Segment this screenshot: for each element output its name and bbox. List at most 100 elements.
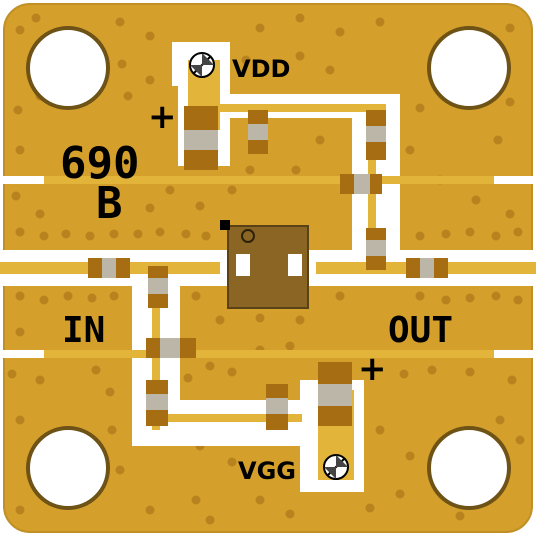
via bbox=[335, 291, 345, 301]
via bbox=[35, 375, 45, 385]
via bbox=[215, 315, 225, 325]
via bbox=[465, 227, 475, 237]
via bbox=[11, 191, 21, 201]
polarity-plus-bottom: + bbox=[358, 349, 387, 389]
via bbox=[455, 511, 465, 521]
via bbox=[91, 365, 101, 375]
via bbox=[195, 201, 205, 211]
chip-pin1-dot bbox=[241, 229, 255, 243]
via bbox=[205, 361, 215, 371]
via bbox=[441, 229, 451, 239]
via bbox=[145, 31, 155, 41]
via bbox=[427, 365, 437, 375]
via bbox=[117, 59, 127, 69]
capacitor-c5 bbox=[148, 266, 168, 308]
via bbox=[415, 231, 425, 241]
via bbox=[245, 165, 255, 175]
via bbox=[109, 291, 119, 301]
via bbox=[295, 13, 305, 23]
via bbox=[15, 291, 25, 301]
via bbox=[255, 495, 265, 505]
via bbox=[39, 295, 49, 305]
via bbox=[39, 231, 49, 241]
via bbox=[145, 505, 155, 515]
via bbox=[295, 51, 305, 61]
test-point-vgg[interactable] bbox=[323, 454, 349, 480]
via bbox=[513, 227, 523, 237]
input-label: IN bbox=[62, 310, 105, 351]
polarity-plus-top: + bbox=[148, 97, 177, 137]
via bbox=[123, 91, 133, 101]
vdd-label: VDD bbox=[232, 55, 290, 83]
via bbox=[191, 495, 201, 505]
via bbox=[465, 293, 475, 303]
capacitor-vgg-tantalum bbox=[318, 362, 352, 426]
via bbox=[285, 341, 295, 351]
via bbox=[495, 415, 505, 425]
via bbox=[505, 23, 515, 33]
pin1-marker bbox=[220, 220, 230, 230]
via bbox=[335, 27, 345, 37]
via bbox=[155, 227, 165, 237]
via bbox=[493, 135, 503, 145]
via bbox=[107, 425, 117, 435]
via bbox=[145, 75, 155, 85]
via bbox=[133, 229, 143, 239]
chip-pad-rf-in bbox=[236, 254, 250, 276]
via bbox=[491, 231, 501, 241]
capacitor-rf-out bbox=[406, 258, 448, 278]
via bbox=[255, 23, 265, 33]
via bbox=[145, 203, 155, 213]
via bbox=[15, 25, 25, 35]
via bbox=[491, 291, 501, 301]
via bbox=[63, 291, 73, 301]
via bbox=[415, 103, 425, 113]
via bbox=[441, 295, 451, 305]
via bbox=[325, 65, 335, 75]
via bbox=[165, 185, 175, 195]
via bbox=[31, 13, 41, 23]
chip-pad-rf-out bbox=[288, 254, 302, 276]
via bbox=[15, 327, 25, 337]
via bbox=[365, 503, 375, 513]
via bbox=[399, 369, 409, 379]
capacitor-c3 bbox=[340, 174, 382, 194]
via bbox=[405, 145, 415, 155]
via bbox=[227, 457, 237, 467]
via bbox=[115, 17, 125, 27]
via bbox=[375, 17, 385, 27]
via bbox=[85, 231, 95, 241]
capacitor-c2 bbox=[366, 110, 386, 160]
capacitor-c1 bbox=[248, 110, 268, 154]
vgg-label: VGG bbox=[238, 457, 296, 485]
via bbox=[87, 293, 97, 303]
via bbox=[471, 195, 481, 205]
test-point-vdd[interactable] bbox=[189, 52, 215, 78]
via bbox=[15, 227, 25, 237]
via bbox=[13, 105, 23, 115]
via bbox=[255, 313, 265, 323]
capacitor-vdd-tantalum bbox=[184, 106, 218, 170]
via bbox=[415, 291, 425, 301]
mounting-hole-bottom-right bbox=[427, 426, 511, 510]
capacitor-rf-in bbox=[88, 258, 130, 278]
mounting-hole-bottom-left bbox=[26, 426, 110, 510]
via bbox=[109, 229, 119, 239]
via bbox=[181, 229, 191, 239]
via bbox=[7, 369, 17, 379]
via bbox=[395, 489, 405, 499]
via bbox=[201, 231, 211, 241]
via bbox=[227, 185, 237, 195]
via bbox=[15, 415, 25, 425]
via bbox=[35, 209, 45, 219]
via bbox=[515, 435, 525, 445]
output-label: OUT bbox=[388, 310, 453, 351]
part-number-label: 690 bbox=[60, 138, 139, 189]
via bbox=[507, 375, 517, 385]
mounting-hole-top-right bbox=[427, 26, 511, 110]
via bbox=[285, 509, 295, 519]
capacitor-c4 bbox=[366, 228, 386, 270]
mounting-hole-top-left bbox=[26, 26, 110, 110]
via bbox=[513, 295, 523, 305]
